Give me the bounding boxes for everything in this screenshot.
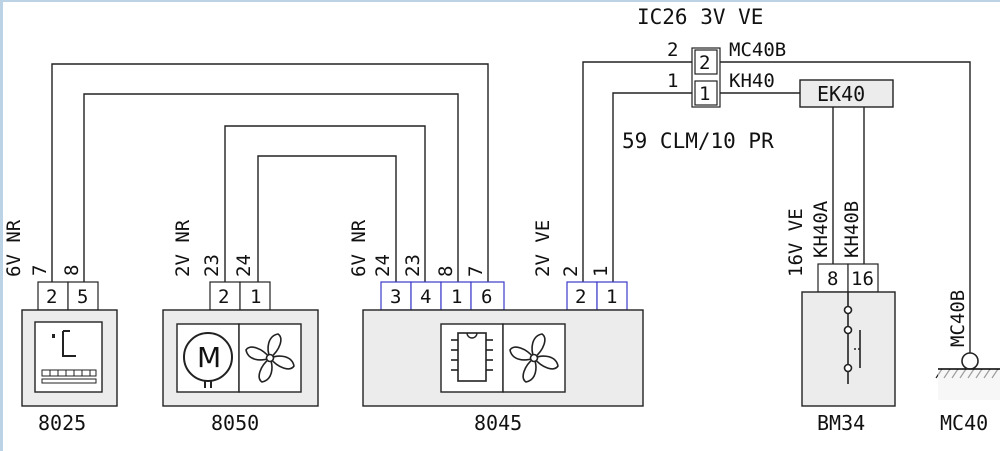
splice-label-kh40: KH40 <box>729 70 775 92</box>
connector-59clm-label: 59 CLM/10 PR <box>622 129 774 153</box>
8045-wire-1: 1 <box>590 266 612 277</box>
fan-icon-8045 <box>502 323 566 393</box>
wire-8050-24-to-8045-24 <box>257 155 397 282</box>
8045-pin-6 <box>470 281 505 311</box>
8045-pin-1 <box>440 281 472 311</box>
bm34-wire-kh40a: KH40A <box>810 200 832 258</box>
8025-connector-label: 6V NR <box>3 219 25 277</box>
8050-connector-label: 2V NR <box>172 219 194 277</box>
splice-label-mc40b: MC40B <box>729 39 786 61</box>
wire-8025-7-to-8045-7 <box>51 63 489 282</box>
bm34-connector-label: 16V VE <box>785 208 807 277</box>
wire-8025-8-to-8045-8 <box>83 93 459 282</box>
8045-pin-b2-label: 2 <box>575 286 586 308</box>
splice-ic26: 2 1 2 1 MC40B KH40 <box>667 39 786 108</box>
splice-pin-bottom-label: 1 <box>699 83 710 105</box>
component-8025: 6V NR 7 8 2 5 8025 <box>3 219 118 435</box>
8025-wire-7: 7 <box>29 265 51 276</box>
bm34-pin-8-label: 8 <box>827 268 838 290</box>
bm34-pin-16-label: 16 <box>851 268 874 290</box>
8045-pin-3-label: 3 <box>390 286 401 308</box>
8045-pin-b2 <box>566 281 598 311</box>
motor-icon: M <box>176 323 240 393</box>
splice-pin-1 <box>694 80 718 106</box>
8045-pin-1-label: 1 <box>451 286 462 308</box>
bm34-wire-kh40b: KH40B <box>841 201 863 258</box>
wire-mc40b <box>720 61 971 353</box>
8045-wire-7: 7 <box>465 266 487 277</box>
8045-wire-24: 24 <box>372 254 394 277</box>
8025-pin-2-label: 2 <box>46 286 57 308</box>
splice-wire-1-num: 1 <box>667 70 678 92</box>
8045-connector-a-label: 6V NR <box>348 219 370 277</box>
svg-text:M: M <box>197 341 221 374</box>
8045-connector-b-label: 2V VE <box>532 220 554 277</box>
splice-pin-top-label: 2 <box>699 52 710 74</box>
8045-wire-23: 23 <box>402 254 424 277</box>
8025-pin-5-label: 5 <box>77 286 88 308</box>
splice-wire-2-num: 2 <box>667 39 678 61</box>
wire-8050-23-to-8045-23 <box>224 125 426 282</box>
8050-pin-2-label: 2 <box>218 286 229 308</box>
8045-name: 8045 <box>474 411 522 435</box>
frame-edge-left <box>0 0 3 451</box>
wire-8045-2-to-ic26-2 <box>582 61 692 282</box>
8025-pin-5 <box>67 281 99 311</box>
ek40-block: EK40 <box>799 79 894 108</box>
ic26-label: IC26 3V VE <box>637 5 763 29</box>
component-bm34: 16V VE KH40A KH40B 8 16 BM34 <box>785 200 896 435</box>
ic-chip-icon <box>440 323 504 393</box>
8050-pin-1-label: 1 <box>250 286 261 308</box>
8045-wire-2: 2 <box>560 266 582 277</box>
8050-wire-23: 23 <box>201 254 223 277</box>
8045-pin-b1-label: 1 <box>606 286 617 308</box>
8050-name: 8050 <box>211 411 259 435</box>
fan-icon <box>238 323 302 393</box>
component-8050: 2V NR 23 24 2 1 M 8050 <box>162 219 319 435</box>
8050-pin-2 <box>209 281 241 311</box>
ground-icon <box>935 352 1000 400</box>
8025-wire-8: 8 <box>61 265 83 276</box>
8045-wire-8: 8 <box>435 266 457 277</box>
8050-wire-24: 24 <box>233 254 255 277</box>
bm34-pin-16 <box>847 263 879 293</box>
ek40-label: EK40 <box>817 82 865 106</box>
component-8045: 6V NR 24 23 8 7 3 4 1 6 2V VE 2 1 2 1 <box>348 219 644 435</box>
splice-pin-2 <box>694 49 718 75</box>
ground-mc40: MC40B MC40 <box>935 290 1000 435</box>
8045-pin-6-label: 6 <box>481 286 492 308</box>
ek40-box <box>799 79 894 108</box>
frame-edge-top <box>0 0 1000 2</box>
ground-name: MC40 <box>940 411 988 435</box>
8045-pin-4-label: 4 <box>420 286 431 308</box>
8025-name: 8025 <box>38 411 86 435</box>
display-panel-icon <box>34 321 103 393</box>
8045-pin-b1 <box>596 281 628 311</box>
relay-switch-icon <box>843 292 861 384</box>
bm34-name: BM34 <box>817 411 865 435</box>
ground-wire-label: MC40B <box>947 290 969 347</box>
wire-8045-1-to-ic26-1 <box>612 92 692 282</box>
